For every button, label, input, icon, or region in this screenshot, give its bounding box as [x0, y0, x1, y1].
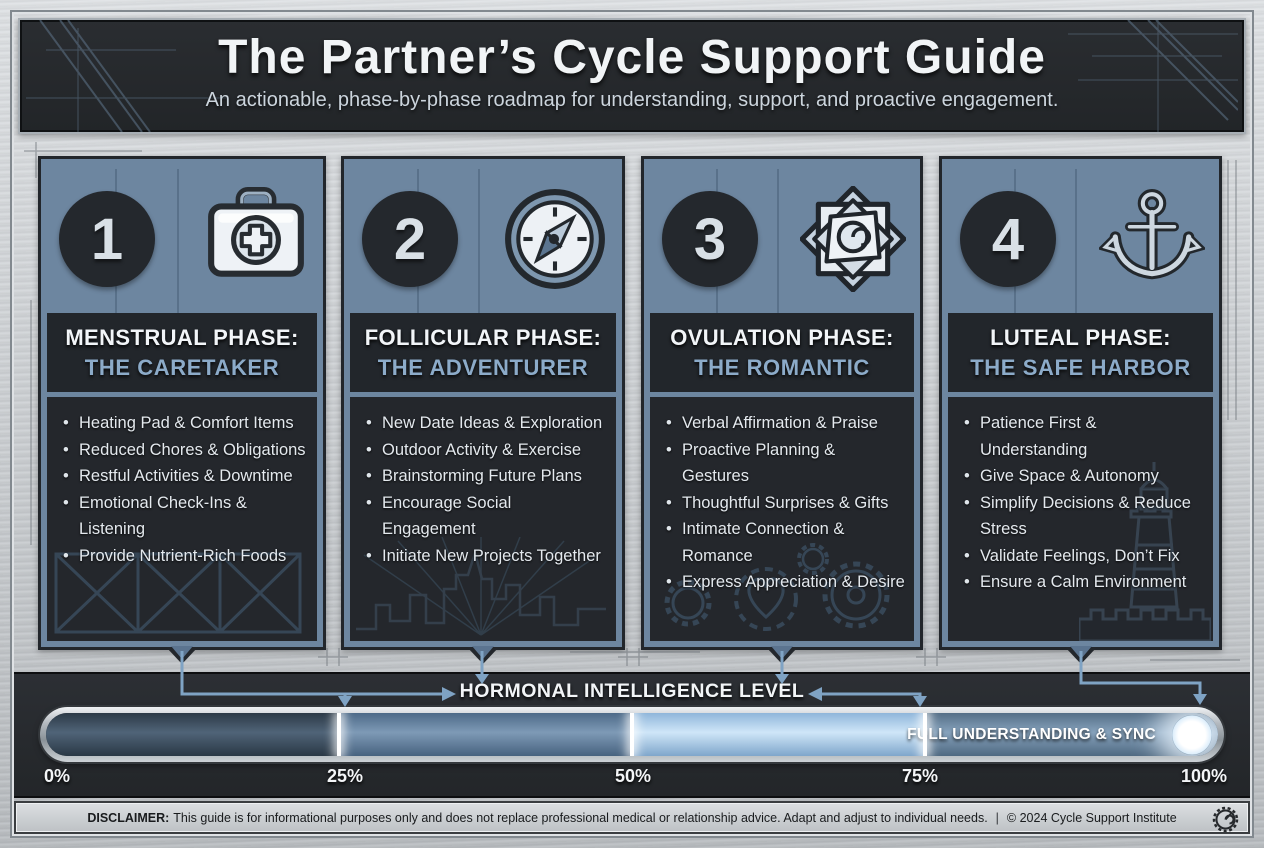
phase-bullets-panel: Patience First & UnderstandingGive Space…: [948, 392, 1213, 641]
phase-bullet-list: Verbal Affirmation & PraiseProactive Pla…: [665, 410, 906, 596]
tick-100: 100%: [1180, 766, 1228, 786]
compass-icon: [505, 189, 605, 289]
tick-50: 50%: [614, 766, 652, 786]
bullet-item: Brainstorming Future Plans: [365, 463, 608, 490]
anchor-icon: [1099, 189, 1205, 280]
progress-tube: FULL UNDERSTANDING & SYNC: [46, 713, 1218, 756]
phase-icon-row: 4: [948, 165, 1213, 313]
disclaimer-label: DISCLAIMER:: [87, 810, 170, 825]
disclaimer-bar: DISCLAIMER:This guide is for information…: [14, 801, 1250, 834]
phase-title-band: MENSTRUAL PHASE: THE CARETAKER: [47, 313, 317, 392]
header-panel: The Partner’s Cycle Support Guide An act…: [18, 18, 1246, 134]
phase-bullets-panel: New Date Ideas & ExplorationOutdoor Acti…: [350, 392, 616, 641]
phase-title: FOLLICULAR PHASE:: [364, 325, 602, 350]
divider-50: [630, 713, 634, 756]
bullet-item: Restful Activities & Downtime: [62, 463, 309, 490]
phase-icon-row: 2: [350, 165, 616, 313]
rose-icon: [800, 186, 906, 292]
bullet-item: Give Space & Autonomy: [963, 463, 1205, 490]
phase-card-ovulation: 3 OVULATION PHASE: THE ROMANTIC Verbal A…: [641, 156, 923, 664]
page-subtitle: An actionable, phase-by-phase roadmap fo…: [205, 89, 1059, 111]
phase-card-luteal: 4: [939, 156, 1222, 664]
bullet-item: Emotional Check-Ins & Listening: [62, 490, 309, 543]
phase-number-badge: 2: [362, 191, 458, 287]
bullet-item: Initiate New Projects Together: [365, 543, 608, 570]
blueprint-decor-left: [26, 20, 226, 132]
bullet-item: Reduced Chores & Obligations: [62, 437, 309, 464]
disclaimer-separator: |: [995, 810, 999, 825]
phase-bullet-list: Heating Pad & Comfort ItemsReduced Chore…: [62, 410, 309, 569]
tick-25: 25%: [326, 766, 364, 786]
bullet-item: Validate Feelings, Don’t Fix: [963, 543, 1205, 570]
full-sync-label: FULL UNDERSTANDING & SYNC: [907, 725, 1156, 743]
bullet-item: Express Appreciation & Desire: [665, 569, 906, 596]
phase-title: OVULATION PHASE:: [670, 325, 894, 350]
phase-bullets-panel: Heating Pad & Comfort ItemsReduced Chore…: [47, 392, 317, 641]
bullet-item: Proactive Planning & Gestures: [665, 437, 906, 490]
meter-title: HORMONAL INTELLIGENCE LEVEL: [459, 680, 805, 702]
progress-segment-2: [339, 713, 632, 756]
gear-badge-icon: [1212, 806, 1239, 833]
bullet-item: Simplify Decisions & Reduce Stress: [963, 490, 1205, 543]
phase-icon-row: 3: [650, 165, 914, 313]
phase-title: MENSTRUAL PHASE:: [65, 325, 299, 350]
phase-bullets-panel: Verbal Affirmation & PraiseProactive Pla…: [650, 392, 914, 641]
bullet-item: Provide Nutrient-Rich Foods: [62, 543, 309, 570]
progress-bar: FULL UNDERSTANDING & SYNC: [40, 707, 1224, 762]
phase-subtitle: THE ROMANTIC: [694, 355, 870, 380]
phase-icon-row: 1: [47, 165, 317, 313]
phase-number-badge: 4: [960, 191, 1056, 287]
bullet-item: Heating Pad & Comfort Items: [62, 410, 309, 437]
full-sync-glow: [1172, 714, 1212, 755]
disclaimer-text: This guide is for informational purposes…: [173, 810, 988, 825]
phase-card-menstrual: 1 MENSTRUAL PHASE: THE CARETAKER Heating…: [38, 156, 326, 664]
first-aid-kit-icon: [208, 187, 304, 277]
page-title: The Partner’s Cycle Support Guide: [218, 31, 1046, 84]
phase-title: LUTEAL PHASE:: [990, 325, 1171, 350]
phase-card-follicular: 2 FOLLICULAR PHASE: THE ADVENTURER New D…: [341, 156, 625, 664]
phase-title-band: FOLLICULAR PHASE: THE ADVENTURER: [350, 313, 616, 392]
tick-75: 75%: [901, 766, 939, 786]
bullet-item: Patience First & Understanding: [963, 410, 1205, 463]
tick-0: 0%: [43, 766, 71, 786]
bullet-item: Encourage Social Engagement: [365, 490, 608, 543]
phase-subtitle: THE CARETAKER: [84, 355, 280, 380]
phase-number-badge: 3: [662, 191, 758, 287]
progress-segment-3: [632, 713, 925, 756]
copyright-text: © 2024 Cycle Support Institute: [1006, 810, 1177, 825]
bullet-item: Intimate Connection & Romance: [665, 516, 906, 569]
progress-segment-4: FULL UNDERSTANDING & SYNC: [907, 713, 1218, 756]
phase-subtitle: THE SAFE HARBOR: [970, 355, 1191, 380]
phase-number-badge: 1: [59, 191, 155, 287]
phase-bullet-list: New Date Ideas & ExplorationOutdoor Acti…: [365, 410, 608, 569]
phase-bullet-list: Patience First & UnderstandingGive Space…: [963, 410, 1205, 596]
phase-title-band: OVULATION PHASE: THE ROMANTIC: [650, 313, 914, 392]
bullet-item: Outdoor Activity & Exercise: [365, 437, 608, 464]
bullet-item: Verbal Affirmation & Praise: [665, 410, 906, 437]
progress-segment-1: [46, 713, 339, 756]
bullet-item: New Date Ideas & Exploration: [365, 410, 608, 437]
phase-title-band: LUTEAL PHASE: THE SAFE HARBOR: [948, 313, 1213, 392]
bullet-item: Ensure a Calm Environment: [963, 569, 1205, 596]
divider-75: [923, 713, 927, 756]
bullet-item: Thoughtful Surprises & Gifts: [665, 490, 906, 517]
phase-subtitle: THE ADVENTURER: [377, 355, 589, 380]
divider-25: [337, 713, 341, 756]
blueprint-decor-right: [1068, 20, 1238, 132]
